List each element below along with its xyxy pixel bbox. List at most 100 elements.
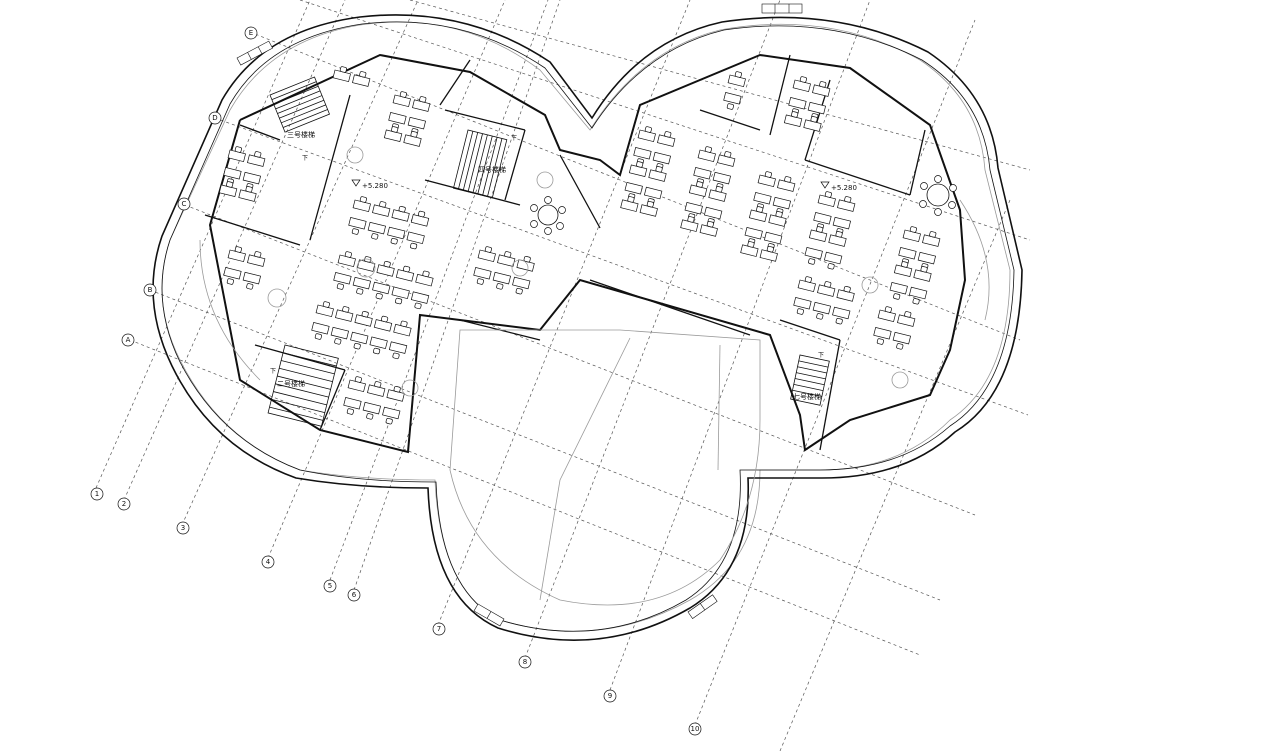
desk [723,92,742,105]
desk-cluster [332,66,371,87]
chair [696,181,704,188]
desk [712,171,732,185]
grid-label-c: C [182,200,187,208]
desk [388,341,408,354]
chair [254,251,262,258]
stair-labels: 三号楼梯 四号楼梯 二号楼梯 七号楼梯 下 下 下 下 [270,130,824,401]
desk [832,216,852,230]
desk [744,226,763,240]
chair [373,347,381,355]
desk-cluster [889,226,941,305]
desk [652,151,672,165]
desk [917,251,937,265]
chair [246,283,254,290]
desk [512,276,531,290]
chair [766,246,774,253]
chair [835,318,843,325]
chair [734,71,742,78]
desk [788,97,807,110]
desk [311,322,330,335]
chair [715,186,723,193]
desk [832,306,851,320]
outer-offset-outline [161,21,1011,632]
stair-3-down: 下 [302,155,308,162]
desk [684,201,703,215]
desk [406,231,425,245]
desk-cluster [740,171,796,262]
chair [414,302,422,310]
chair [827,263,835,270]
chair [901,261,909,268]
chair [816,226,824,233]
building-outer-wall [152,14,1023,641]
stair-2-label: 二号楼梯 [277,379,305,388]
chair [920,266,928,273]
chair [336,283,344,290]
chair [893,293,901,300]
stair-3-label: 三号楼梯 [287,130,315,139]
desk-cluster [873,306,916,350]
desk [892,331,912,345]
desk [823,251,843,265]
chair [399,91,407,98]
chair [254,151,262,158]
chair [314,333,322,340]
desk [372,281,391,295]
chair [819,81,827,88]
desk-cluster [804,191,856,270]
grid-label-10: 10 [691,725,700,733]
grid-label-9: 9 [608,692,612,700]
grid-label-e: E [249,29,253,37]
chair [476,278,484,285]
desk [807,101,827,115]
chair [824,281,832,288]
chair [904,311,912,318]
chair [371,233,379,240]
chair [392,352,400,360]
chair [764,171,772,178]
chair [515,288,523,295]
desk-cluster [343,376,405,425]
grid-label-1: 1 [95,490,99,498]
desk [382,406,401,420]
desk [387,226,406,240]
desk [643,186,663,200]
desk [473,267,492,280]
chair [775,211,783,218]
desk [793,297,812,310]
chair [351,228,359,235]
desk-cluster [473,246,535,295]
chair [876,338,884,345]
grid-label-a: A [126,336,131,344]
chair [419,96,427,103]
grid-label-b: B [148,286,153,294]
stair-7-down: 下 [818,352,824,359]
chair [799,76,807,83]
chair [704,146,712,153]
desk [350,331,369,345]
grid-label-d: D [212,114,217,122]
chair [791,111,799,118]
chair [912,298,920,305]
desk-cluster [348,196,430,250]
grid-label-6: 6 [352,591,357,599]
chair [835,231,843,238]
chair [816,313,824,320]
grid-label-8: 8 [523,658,527,666]
grid-label-5: 5 [328,582,332,590]
desk [633,147,652,160]
elevation-left: +5.280 [362,182,388,190]
desk-cluster [793,276,855,325]
desk-cluster [620,126,676,217]
chair [391,126,399,133]
chair [523,256,531,263]
chair [390,238,398,245]
chair [724,151,732,158]
chair [385,418,393,425]
chair [929,231,937,238]
desk [772,196,792,210]
desk [813,212,832,225]
grid-axis-lines [95,0,1031,751]
chair [784,176,792,183]
desk [908,286,928,300]
